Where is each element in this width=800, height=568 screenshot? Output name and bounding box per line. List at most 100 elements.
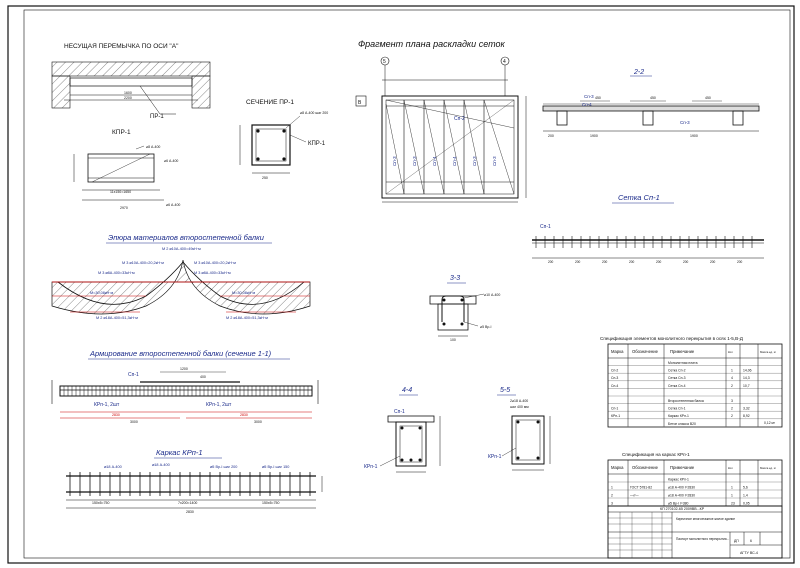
section-pr1: СЕЧЕНИЕ ПР-1 ⌀8 А-400 шаг 200 КПР-1 250 [239, 99, 328, 180]
svg-text:200: 200 [602, 260, 608, 264]
svg-text:11x150=1650: 11x150=1650 [110, 190, 131, 194]
spec-header: Примечание [670, 465, 695, 470]
spec-cell: Сп-1 [611, 407, 618, 411]
setka-sp1: Сетка Сп-1 Сп-1 200 200 200 200 200 200 … [532, 193, 764, 264]
spec-header: Масса ед. кг [760, 350, 776, 354]
stamp-code: КП 270102-65 2009ВВ...КР [660, 507, 705, 511]
svg-text:150x5=750: 150x5=750 [92, 501, 109, 505]
stamp-stage: ДП [734, 539, 739, 543]
sp3-22-right: Сп-3 [680, 120, 690, 125]
spec-cell: 2 [611, 493, 613, 497]
karkas-label-c: ⌀5 Вр-I шаг 200 [210, 465, 237, 469]
spec-header: Марка [611, 349, 624, 354]
karkas-label-d: ⌀5 Вр-I шаг 150 [262, 465, 289, 469]
spec-cell: 3,32 [743, 407, 750, 411]
stamp-desc2: Паспорт монолитного перекрытия... [676, 537, 729, 541]
krp1-2-left: КРп-1, 2шт [94, 402, 120, 408]
spec-cell: 1 [731, 485, 733, 489]
reinforcement-title: Армирование второстепенной балки (сечени… [89, 349, 272, 358]
stamp-desc1: Кирпичное многоэтажное жилое здание [676, 517, 735, 521]
svg-text:150x5=750: 150x5=750 [262, 501, 279, 505]
setka-sp1-title: Сетка Сп-1 [618, 193, 660, 202]
spec-header: Примечание [670, 349, 695, 354]
spec2-title: Спецификация на каркас КРп-1 [622, 452, 690, 457]
svg-text:200: 200 [737, 260, 743, 264]
stamp-org: АГТУ ВС-4 [740, 551, 758, 555]
spec-cell: 2 [731, 407, 733, 411]
spec-cell: 8,92 [743, 414, 750, 418]
kpr1-title: КПР-1 [112, 129, 131, 136]
spec-cell: —//— [630, 493, 639, 497]
svg-text:200: 200 [575, 260, 581, 264]
svg-text:3000: 3000 [254, 420, 262, 424]
svg-text:1600: 1600 [124, 91, 132, 95]
svg-text:200: 200 [710, 260, 716, 264]
spec-cell: 5,6 [743, 485, 748, 489]
spec-cell: 1 [611, 485, 613, 489]
sheet-inner-frame [23, 9, 791, 559]
spec-table-1: Спецификация элементов монолитного перек… [600, 336, 783, 428]
s22-title: 2-2 [633, 69, 644, 76]
svg-text:Сп-3: Сп-3 [472, 156, 477, 166]
lintel-view: НЕСУЩАЯ ПЕРЕМЫЧКА ПО ОСИ "А" 1600 2200 П… [51, 43, 211, 120]
svg-text:⌀8 А-400: ⌀8 А-400 [146, 145, 160, 149]
spec-cell: 1 [731, 493, 733, 497]
svg-text:шаг 400 мм: шаг 400 мм [510, 405, 529, 409]
spec-cell: ГОСТ 5781-82 [630, 485, 652, 489]
moment-mid: M=30,08кН·м [90, 291, 114, 295]
spec-header: Марка [611, 465, 624, 470]
moment-r1: M 3 ⌀10А-400=20,2кН·м [194, 261, 236, 265]
section-pr1-title: СЕЧЕНИЕ ПР-1 [246, 99, 294, 106]
spec-header: Кол [728, 350, 733, 354]
moment-l1: M 3 ⌀8А-400=33кН·м [98, 271, 135, 275]
svg-text:450: 450 [650, 96, 656, 100]
svg-text:3000: 3000 [130, 420, 138, 424]
s44-title: 4-4 [402, 387, 412, 394]
svg-text:Сп-4: Сп-4 [432, 156, 437, 166]
svg-text:1900: 1900 [690, 134, 698, 138]
svg-text:200: 200 [629, 260, 635, 264]
spec-cell: Каркас КРп-1 [668, 477, 689, 481]
svg-text:2830: 2830 [240, 413, 248, 417]
stamp-sheet: 6 [750, 539, 752, 543]
axis-4-label: 4 [503, 59, 506, 65]
epure-title: Эпюра материалов второстепенной балки [108, 233, 265, 242]
spec-cell: Монолитная плита [668, 361, 698, 365]
svg-text:⌀8 А-400 шаг 200: ⌀8 А-400 шаг 200 [300, 111, 328, 115]
spec-cell: Каркас КРп-1 [668, 414, 689, 418]
spec-cell: 1 [731, 369, 733, 373]
svg-text:2830: 2830 [186, 510, 194, 514]
svg-text:⌀5 Вр-I: ⌀5 Вр-I [480, 325, 491, 329]
svg-text:200: 200 [656, 260, 662, 264]
spec-cell: ⌀18 А-400 l=2830 [668, 493, 695, 497]
reinforcement-beam: Армирование второстепенной балки (сечени… [51, 349, 319, 424]
section-2-2: 2-2 450 450 450 Сп-3 Сп-4 Сп-3 1900 1900… [542, 69, 760, 138]
spec-header: Обозначение [632, 349, 659, 354]
spec-header: Масса ед. кг [760, 466, 776, 470]
spec-cell: 3 [731, 399, 733, 403]
svg-text:250: 250 [262, 176, 268, 180]
svg-text:1200: 1200 [180, 367, 188, 371]
svg-text:1900: 1900 [590, 134, 598, 138]
svg-text:⌀6 А-400: ⌀6 А-400 [164, 159, 178, 163]
spec-cell: Сетка Сп-4 [668, 384, 686, 388]
s55-title: 5-5 [500, 387, 510, 394]
svg-text:400: 400 [200, 375, 206, 379]
pr1-label: ПР-1 [150, 114, 164, 120]
kpr1-label: КПР-1 [308, 141, 326, 147]
spec-cell: ⌀18 А-400 l=2830 [668, 485, 695, 489]
spec-cell: КРп-1 [611, 414, 620, 418]
moment-b2: M 2 ⌀18А-400=51,3кН·м [226, 316, 268, 320]
svg-text:450: 450 [595, 96, 601, 100]
moment-b1: M 2 ⌀18А-400=51,3кН·м [96, 316, 138, 320]
section-3-3: 3-3 ⌀10 А-400 ⌀5 Вр-I 100 [429, 275, 500, 342]
spec-cell: Бетон класса В20 [668, 422, 696, 426]
axis-v-label: В [358, 100, 362, 106]
karkas-label-a: ⌀18 А-400 [104, 465, 122, 469]
spec-cell: Сетка Сп-2 [668, 369, 686, 373]
spec-cell: 10,7 [743, 384, 750, 388]
sp3-22-left: Сп-3 [584, 94, 594, 99]
svg-text:Сп-3: Сп-3 [392, 156, 397, 166]
svg-text:100: 100 [450, 338, 456, 342]
